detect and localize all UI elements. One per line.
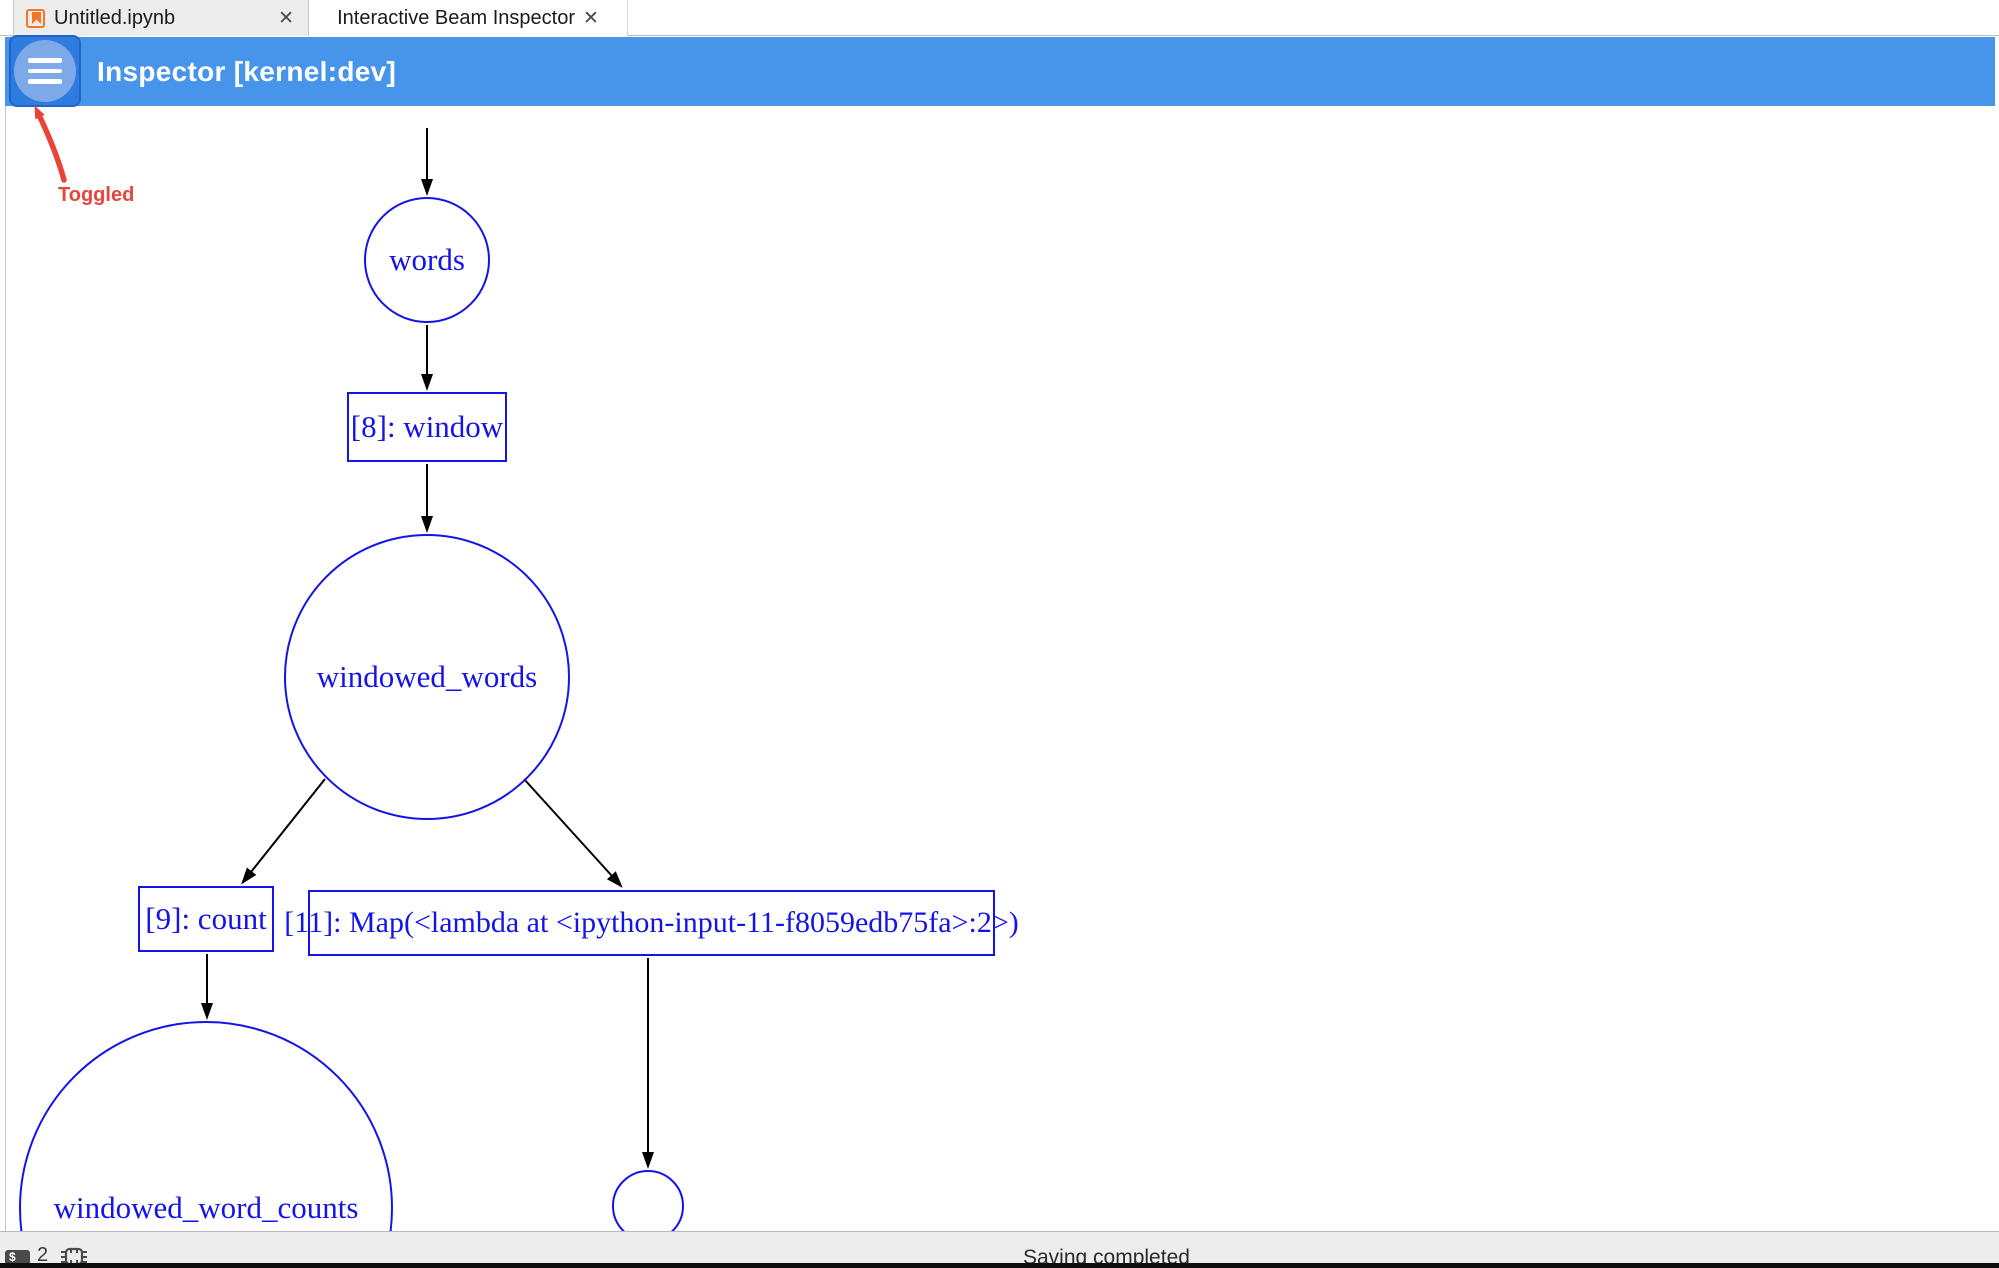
node-windowed-word-counts: windowed_word_counts: [19, 1021, 393, 1231]
tab-label: Untitled.ipynb: [54, 6, 176, 29]
close-icon[interactable]: ✕: [278, 7, 294, 29]
status-bar: [0, 1231, 1999, 1268]
panel-left-border: [5, 37, 6, 1231]
node-count-transform: [9]: count: [138, 886, 274, 952]
annotation-label: Toggled: [58, 184, 135, 206]
menu-toggle-button[interactable]: [9, 35, 81, 107]
pipeline-graph-panel: words [8]: window windowed_words [9]: co…: [6, 106, 1999, 1231]
annotation-arrow: [34, 105, 67, 183]
window-bottom-edge: [0, 1263, 1999, 1268]
notebook-icon: [26, 8, 45, 28]
status-message: Saving completed: [1023, 1246, 1190, 1268]
terminal-count: 2: [37, 1244, 49, 1266]
tab-beam-inspector[interactable]: Interactive Beam Inspector ✕: [309, 0, 628, 37]
node-window-transform: [8]: window: [347, 392, 507, 462]
tab-untitled-notebook[interactable]: Untitled.ipynb ✕: [13, 0, 309, 36]
node-label: windowed_words: [316, 659, 538, 694]
close-icon[interactable]: ✕: [582, 8, 599, 29]
tab-bar: Untitled.ipynb ✕ Interactive Beam Inspec…: [0, 0, 1999, 37]
node-label: [8]: window: [350, 409, 504, 444]
node-map-transform: [11]: Map(<lambda at <ipython-input-11-f…: [284, 890, 1019, 956]
node-label: [11]: Map(<lambda at <ipython-input-11-f…: [284, 906, 1019, 939]
node-windowed-words: windowed_words: [284, 534, 570, 820]
terminal-icon[interactable]: $: [5, 1250, 30, 1266]
pipeline-edges: [201, 128, 654, 1169]
node-words: words: [364, 197, 490, 323]
node-unnamed-pcollection: [612, 1170, 684, 1231]
hamburger-icon: [14, 40, 76, 102]
node-label: windowed_word_counts: [53, 1190, 359, 1225]
node-label: words: [389, 242, 465, 277]
inspector-header: Inspector [kernel:dev]: [5, 37, 1995, 106]
page-title: Inspector [kernel:dev]: [97, 56, 397, 87]
node-label: [9]: count: [145, 901, 267, 936]
tab-label: Interactive Beam Inspector: [337, 7, 575, 29]
